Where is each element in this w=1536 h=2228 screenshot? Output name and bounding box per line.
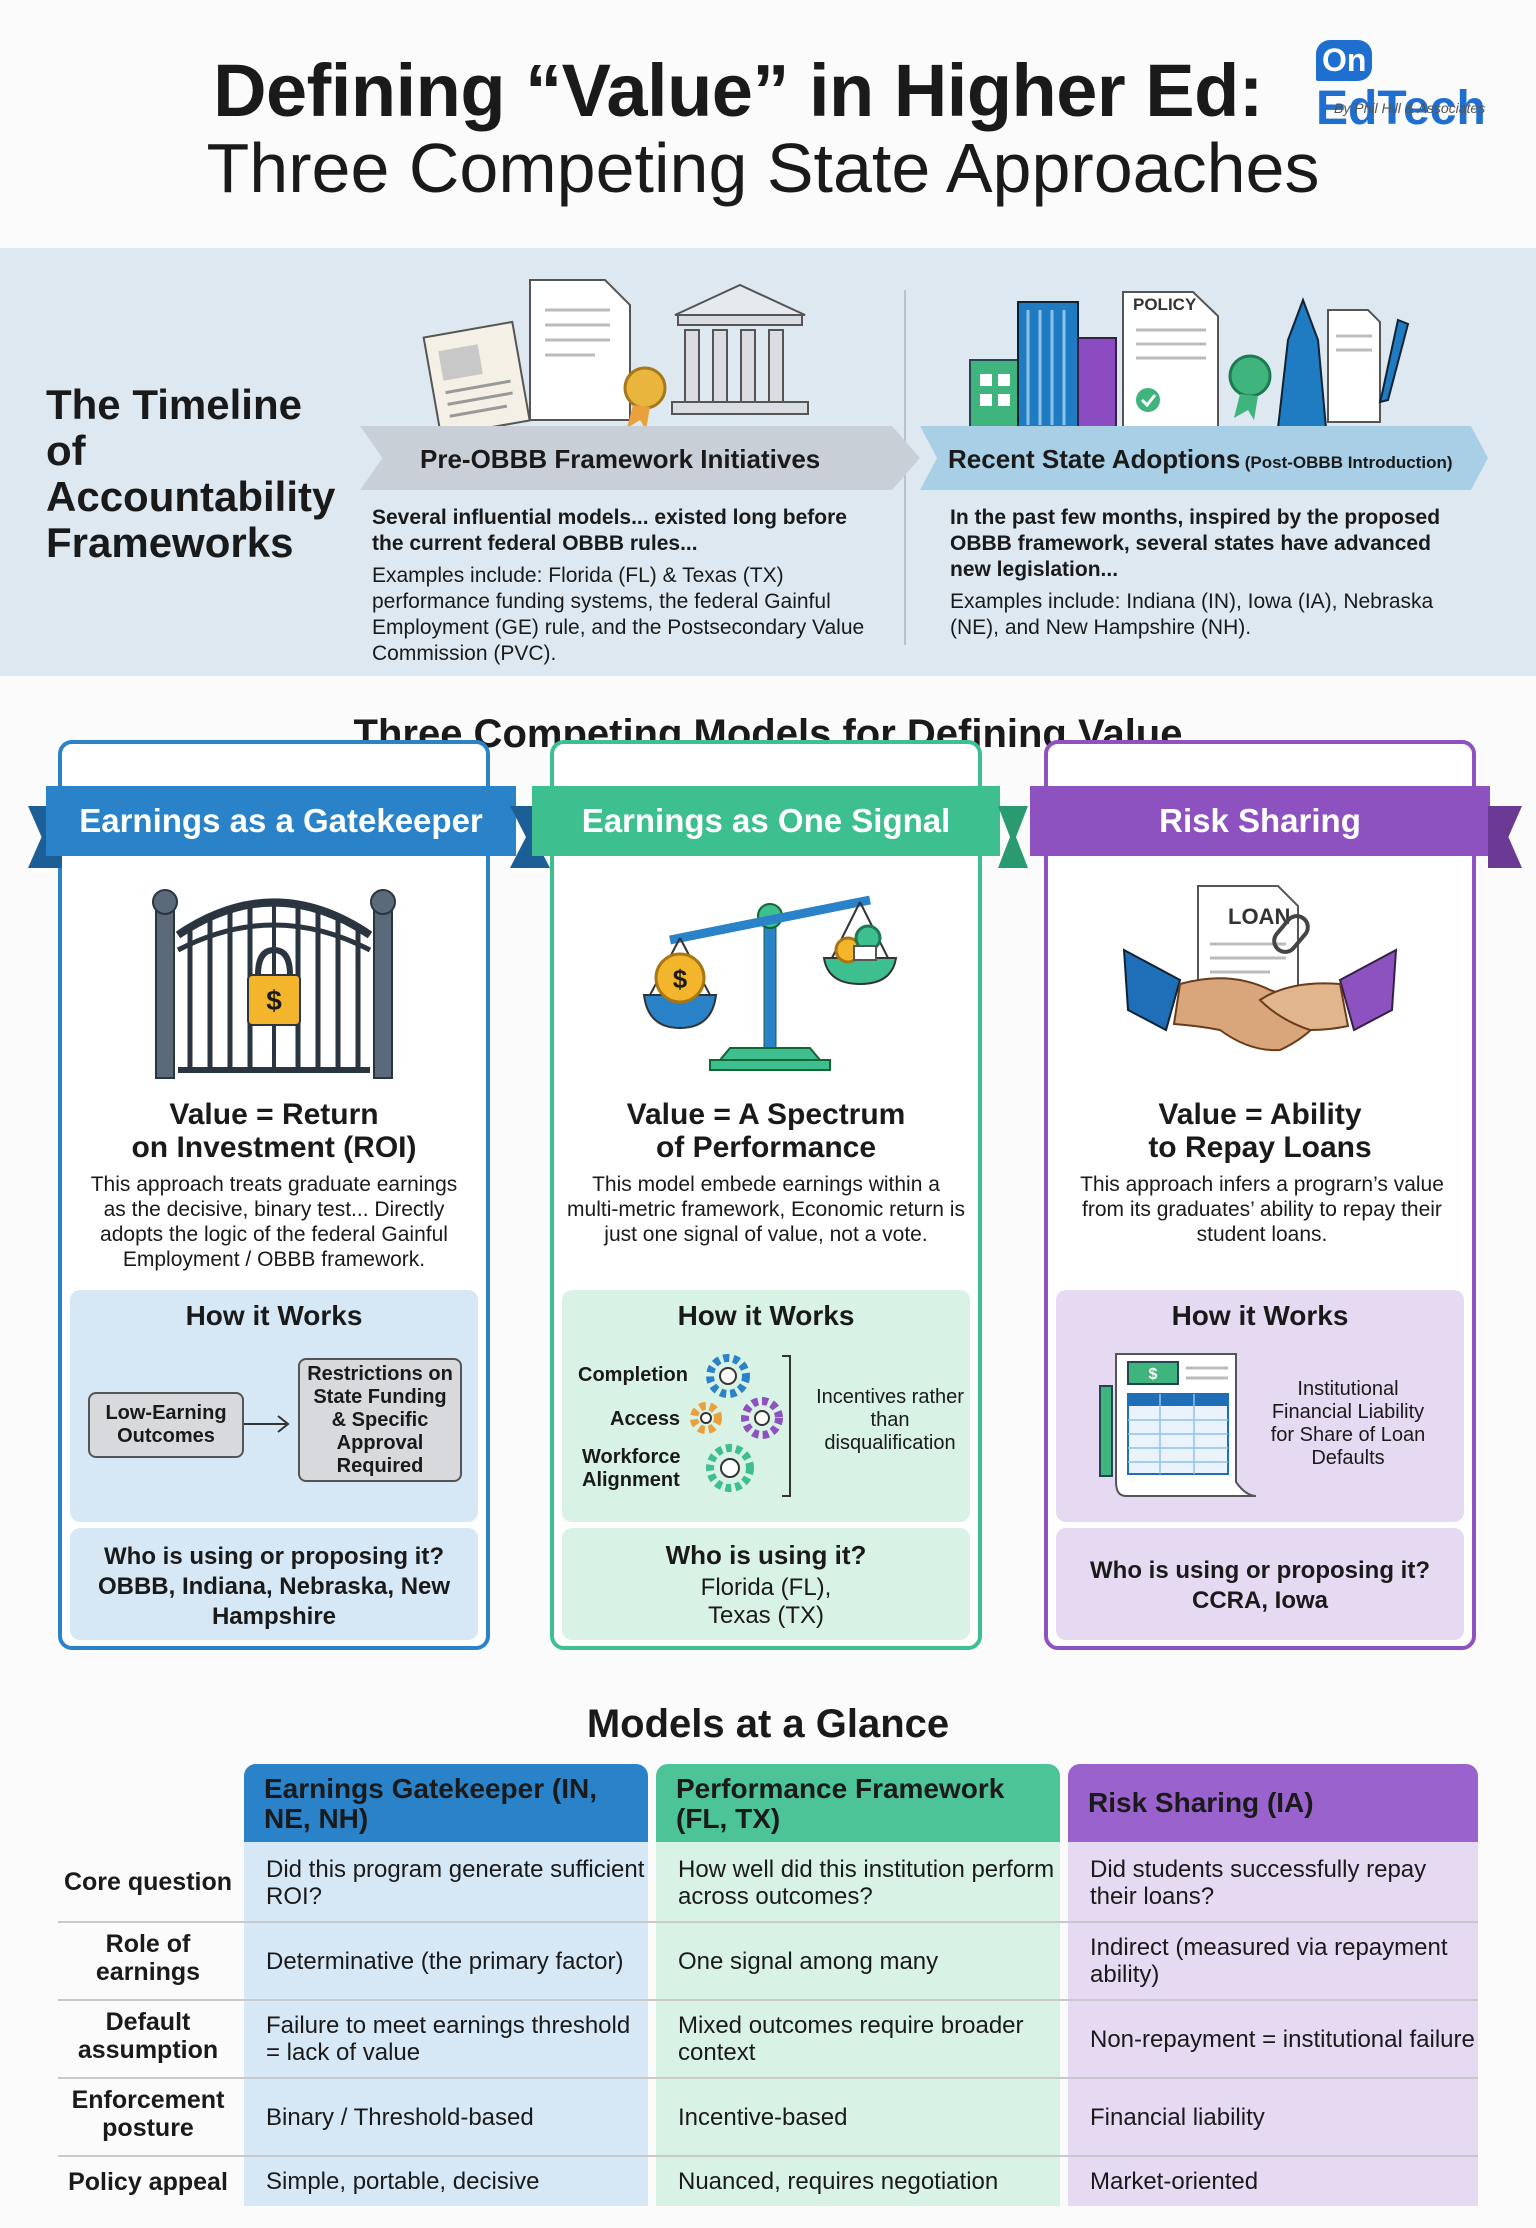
table-cell: Did students successfully repay their lo…: [1090, 1856, 1427, 1910]
restrictions-box: Restrictions on State Funding & Specific…: [298, 1358, 462, 1482]
table-cell: Non-repayment = institutional failure: [1090, 2025, 1475, 2053]
institutional-liability-text: Institutional Financial Liability for Sh…: [1270, 1378, 1426, 1469]
pre-obbb-arrow: [360, 426, 920, 490]
who-panel-gatekeeper: [70, 1528, 478, 1640]
pre-obbb-description: Several influential models... existed lo…: [372, 505, 882, 667]
financial-ledger-icon: $: [1099, 1353, 1257, 1497]
glance-title: Models at a Glance: [586, 1702, 950, 1746]
svg-text:$: $: [673, 964, 688, 994]
glance-header-performance: Performance Framework (FL, TX): [656, 1764, 1060, 1842]
how-it-works-title: How it Works: [677, 1300, 855, 1331]
row-divider: [58, 1999, 1478, 2001]
svg-text:$: $: [266, 985, 282, 1016]
onedtech-logo[interactable]: On EdTech By Phil Hill & Associates: [1316, 40, 1536, 136]
loan-word: LOAN: [1228, 904, 1290, 929]
arrow-right-icon: [244, 1415, 290, 1433]
table-cell: Determinative (the primary factor): [266, 1947, 624, 1975]
balance-scale-icon: $: [642, 895, 898, 1071]
ribbon-tail: [1488, 806, 1522, 868]
policy-word: POLICY: [1133, 295, 1197, 314]
row-label-core-question: Core question: [63, 1868, 233, 1896]
row-label-enforcement-posture: Enforcement posture: [71, 2086, 225, 2142]
svg-text:$: $: [1149, 1366, 1158, 1383]
ribbon-joint: [998, 806, 1028, 868]
logo-byline: By Phil Hill & Associates: [1334, 100, 1486, 116]
row-divider: [58, 1921, 1478, 1923]
table-cell: Did this program generate sufficient ROI…: [266, 1856, 645, 1910]
handshake-loan-icon: LOAN: [1122, 885, 1398, 1052]
table-cell: Failure to meet earnings threshold = lac…: [266, 2012, 631, 2066]
how-it-works-title: How it Works: [1171, 1300, 1349, 1331]
who-risk-sharing: Who is using or proposing it?CCRA, Iowa: [1090, 1557, 1430, 1614]
glance-col-bg-performance: [656, 1842, 1060, 2206]
recent-adoptions-label: Recent State Adoptions (Post-OBBB Introd…: [948, 444, 1453, 475]
recent-label-small: (Post-OBBB Introduction): [1244, 453, 1453, 472]
ribbon-risk-sharing: Risk Sharing: [1030, 786, 1490, 856]
ribbon-one-signal: Earnings as One Signal: [532, 786, 1000, 856]
table-cell: Simple, portable, decisive: [266, 2167, 540, 2195]
table-cell: Nuanced, requires negotiation: [678, 2167, 999, 2195]
how-it-works-one-signal: [562, 1290, 970, 1522]
table-cell: Market-oriented: [1090, 2167, 1259, 2195]
recent-lead: In the past few months, inspired by the …: [950, 506, 1441, 581]
table-cell: Incentive-based: [678, 2103, 848, 2131]
metric-workforce-alignment: Workforce Alignment: [582, 1446, 681, 1491]
glance-header-gatekeeper: Earnings Gatekeeper (IN, NE, NH): [244, 1764, 648, 1842]
glance-col-bg-gatekeeper: [244, 1842, 648, 2206]
page-title: Defining “Value” in Higher Ed:: [213, 49, 1263, 132]
value-desc-gatekeeper: This approach treats graduate earnings a…: [90, 1173, 458, 1271]
metric-access: Access: [610, 1408, 681, 1430]
row-label-role-of-earnings: Role of earnings: [95, 1930, 201, 1986]
page-subtitle: Three Competing State Approaches: [206, 129, 1320, 207]
table-cell: Indirect (measured via repayment ability…: [1090, 1934, 1448, 1988]
recent-label-main: Recent State Adoptions: [948, 444, 1241, 474]
logo-on-badge: On: [1316, 40, 1373, 81]
gears-icon: [690, 1354, 791, 1497]
table-cell: One signal among many: [678, 1947, 939, 1975]
who-gatekeeper: Who is using or proposing it?OBBB, India…: [97, 1543, 451, 1630]
ribbon-gatekeeper: Earnings as a Gatekeeper: [46, 786, 516, 856]
pre-obbb-lead: Several influential models... existed lo…: [372, 506, 847, 555]
recent-adoptions-arrow: [920, 426, 1488, 490]
locked-gate-icon: $: [152, 889, 396, 1079]
low-earning-box: Low-Earning Outcomes: [88, 1392, 244, 1458]
metric-completion: Completion: [578, 1364, 688, 1386]
timeline-title: The Timeline of Accountability Framework…: [46, 381, 336, 566]
who-panel-risk-sharing: [1056, 1528, 1464, 1640]
pre-obbb-label: Pre-OBBB Framework Initiatives: [420, 444, 821, 474]
pre-obbb-examples: Examples include: Florida (FL) & Texas (…: [372, 564, 865, 665]
recent-adoptions-description: In the past few months, inspired by the …: [950, 505, 1460, 641]
incentives-text: Incentives rather than disqualification: [816, 1386, 964, 1454]
how-it-works-title: How it Works: [185, 1300, 363, 1331]
table-cell: How well did this institution perform ac…: [678, 1856, 1055, 1910]
glance-header-risk: Risk Sharing (IA): [1068, 1764, 1478, 1842]
row-divider: [58, 2077, 1478, 2079]
value-desc-one-signal: This model embede earnings within a mult…: [567, 1173, 965, 1246]
buildings-policy-icon: POLICY: [969, 291, 1410, 429]
recent-examples: Examples include: Indiana (IN), Iowa (IA…: [950, 590, 1434, 639]
row-divider: [58, 2155, 1478, 2157]
value-desc-risk-sharing: This approach infers a prograrn’s value …: [1080, 1173, 1444, 1246]
table-cell: Mixed outcomes require broader context: [678, 2012, 1024, 2066]
who-one-signal: Who is using it? Florida (FL), Texas (TX…: [665, 1540, 867, 1629]
who-panel-one-signal: [562, 1528, 970, 1640]
glance-col-bg-risk: [1068, 1842, 1478, 2206]
row-label-default-assumption: Default assumption: [77, 2008, 219, 2064]
logo-edtech-text: EdTech: [1316, 82, 1486, 135]
documents-bank-icon: [422, 279, 809, 430]
table-cell: Financial liability: [1090, 2103, 1265, 2131]
table-cell: Binary / Threshold-based: [266, 2103, 534, 2131]
row-label-policy-appeal: Policy appeal: [68, 2168, 228, 2196]
